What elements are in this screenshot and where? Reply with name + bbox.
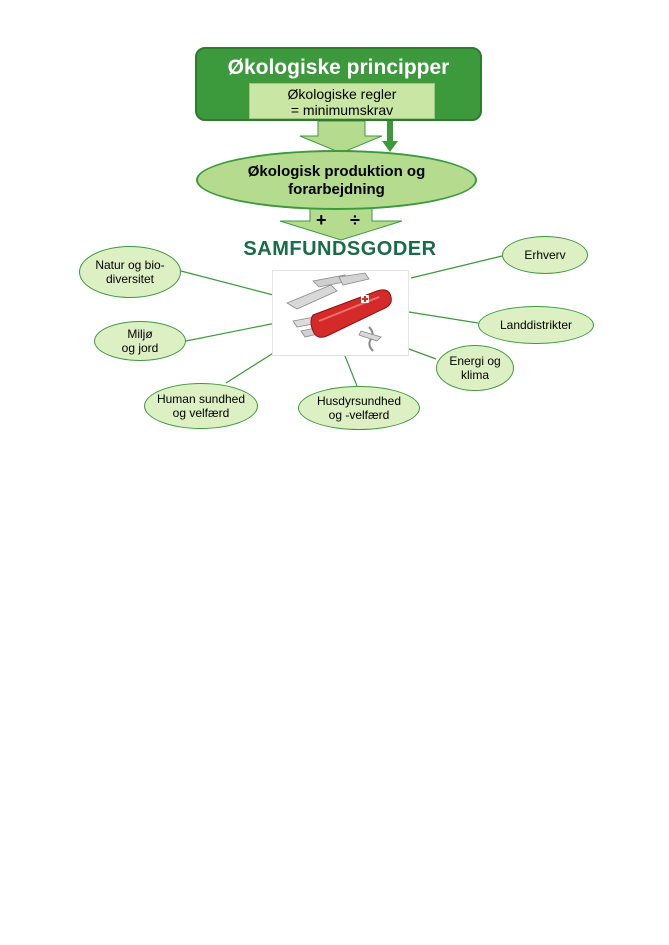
connector-husdyr [342, 350, 358, 387]
goods-landdistrikter-line-1: Landdistrikter [499, 318, 573, 332]
production-line-1: Økologisk produktion og [247, 163, 426, 180]
goods-human: Human sundhed og velfærd [144, 383, 258, 429]
goods-natur-line-2: diversitet [105, 272, 155, 286]
rules-box: Økologiske regler = minimumskrav [249, 83, 435, 119]
swiss-army-knife-icon [286, 272, 392, 352]
goods-natur: Natur og bio- diversitet [79, 246, 181, 298]
connector-miljo [185, 321, 282, 342]
arrow-down-2 [279, 207, 403, 241]
rules-line-1: Økologiske regler [287, 86, 397, 102]
goods-miljo: Miljø og jord [94, 321, 186, 361]
goods-energi-line-1: Energi og [449, 354, 501, 368]
production-line-2: forarbejdning [288, 181, 385, 198]
production-ellipse: Økologisk produktion og forarbejdning [196, 150, 477, 210]
connector-erhverv [410, 255, 503, 279]
goods-erhverv: Erhverv [502, 236, 588, 274]
connector-landdistrikter [408, 311, 479, 324]
rules-line-2: = minimumskrav [290, 102, 394, 118]
goods-heading: SAMFUNDSGODER [243, 238, 437, 260]
goods-energi-line-2: klima [460, 368, 489, 382]
goods-landdistrikter: Landdistrikter [478, 306, 594, 344]
goods-human-line-1: Human sundhed [156, 392, 246, 406]
knife-image-frame [272, 270, 409, 356]
arrow-down-1 [299, 120, 383, 154]
goods-energi: Energi og klima [436, 345, 514, 391]
goods-husdyr: Husdyrsundhed og -velfærd [298, 386, 420, 430]
minus-sign: ÷ [350, 210, 360, 230]
goods-natur-line-1: Natur og bio- [95, 258, 165, 272]
goods-human-line-2: og velfærd [172, 406, 230, 420]
arrow-thin-head [382, 141, 398, 152]
goods-husdyr-line-2: og -velfærd [328, 408, 390, 422]
plus-sign: + [316, 210, 327, 230]
goods-miljo-line-2: og jord [121, 341, 159, 355]
goods-erhverv-line-1: Erhverv [524, 248, 566, 262]
principles-title: Økologiske principper [227, 56, 450, 79]
arrow-thin-shaft [387, 119, 393, 141]
connector-natur [180, 270, 282, 298]
goods-husdyr-line-1: Husdyrsundhed [316, 394, 402, 408]
goods-miljo-line-1: Miljø [127, 327, 153, 341]
